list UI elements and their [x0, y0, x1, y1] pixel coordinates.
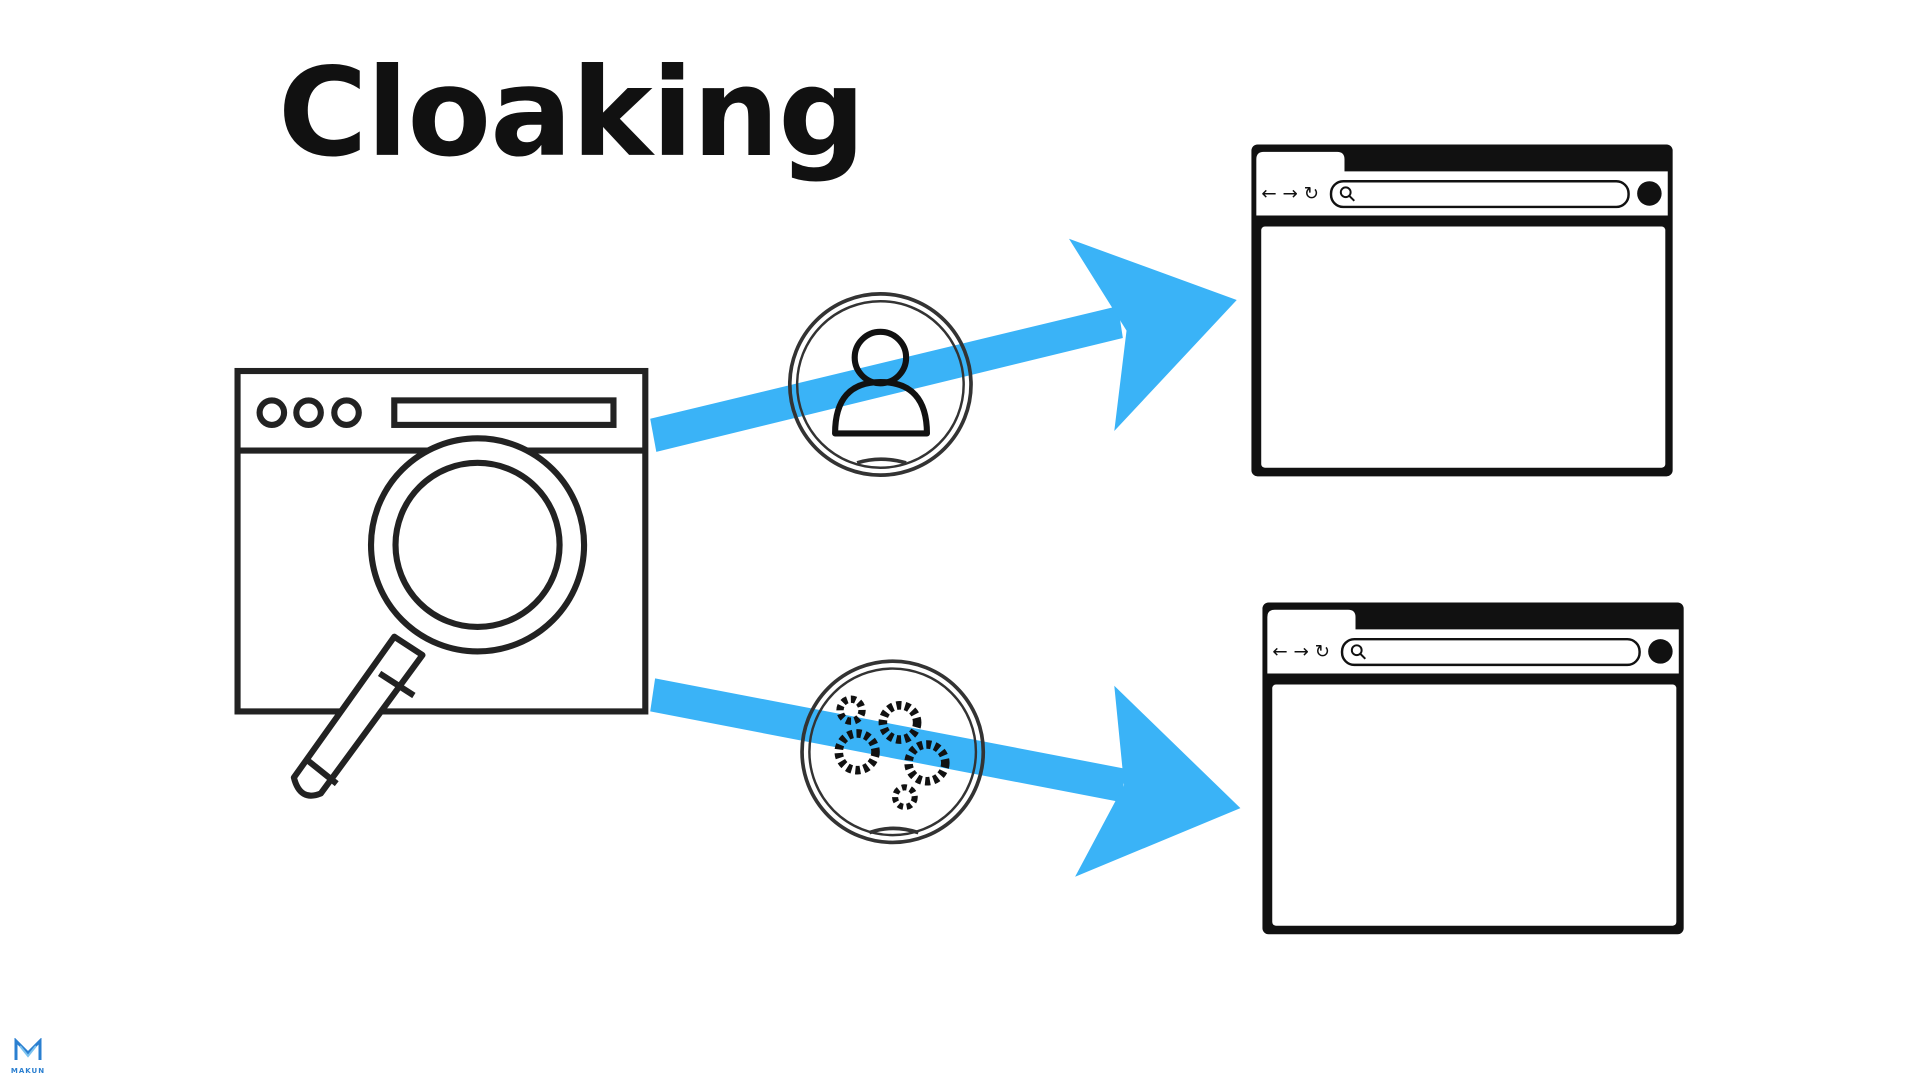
page-title: Cloaking — [278, 42, 866, 184]
browser-window-user: ← → ↻ — [1251, 144, 1673, 477]
logo-m-icon — [14, 1037, 42, 1060]
arrow-to-user-page — [650, 238, 1237, 452]
svg-text:← → ↻: ← → ↻ — [1261, 184, 1319, 205]
gears-icon — [800, 659, 986, 845]
makun-logo: MAKUN — [8, 1037, 48, 1075]
arrow-to-bot-page — [650, 678, 1241, 877]
magnifier-icon — [290, 435, 588, 799]
user-icon — [787, 292, 973, 477]
browser-window-bot: ← → ↻ — [1262, 602, 1684, 935]
svg-text:← → ↻: ← → ↻ — [1272, 642, 1330, 663]
logo-text: MAKUN — [10, 1067, 46, 1075]
